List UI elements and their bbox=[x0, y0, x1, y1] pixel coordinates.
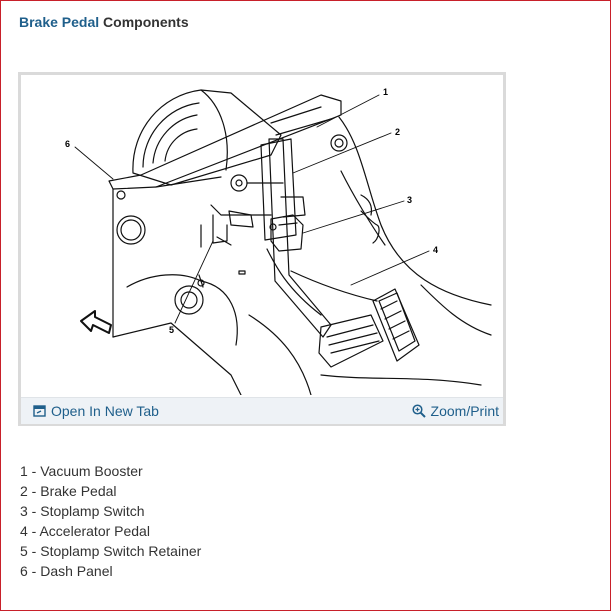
legend-item-stoplamp-switch: 3 - Stoplamp Switch bbox=[20, 503, 145, 519]
panel-openings bbox=[116, 134, 348, 315]
legend-item-vacuum-booster: 1 - Vacuum Booster bbox=[20, 463, 143, 479]
legend-item-stoplamp-switch-retainer: 5 - Stoplamp Switch Retainer bbox=[20, 543, 202, 559]
legend-item-accelerator-pedal: 4 - Accelerator Pedal bbox=[20, 523, 150, 539]
legend-item-brake-pedal: 2 - Brake Pedal bbox=[20, 483, 117, 499]
accelerator-pedal-illustration bbox=[290, 270, 420, 362]
callout-4: 4 bbox=[433, 245, 438, 255]
vacuum-booster-illustration bbox=[132, 89, 282, 186]
zoom-print-label: Zoom/Print bbox=[430, 403, 499, 419]
figure-toolbar: Open In New Tab Zoom/Print bbox=[21, 397, 503, 424]
component-legend: 1 - Vacuum Booster 2 - Brake Pedal 3 - S… bbox=[20, 461, 201, 581]
page-title: Brake Pedal Components bbox=[19, 14, 189, 30]
callout-leaders bbox=[74, 94, 430, 324]
callout-3: 3 bbox=[407, 195, 412, 205]
brake-pedal-illustration bbox=[266, 138, 384, 368]
callout-2: 2 bbox=[395, 127, 400, 137]
open-in-new-tab-label: Open In New Tab bbox=[51, 403, 159, 419]
callout-1: 1 bbox=[383, 87, 388, 97]
brake-bracket-illustration bbox=[200, 138, 306, 248]
zoom-icon bbox=[411, 404, 426, 418]
title-rest: Components bbox=[99, 14, 189, 30]
brake-pedal-diagram[interactable]: 1 2 3 4 5 6 bbox=[21, 75, 503, 395]
forward-arrow-icon bbox=[80, 310, 112, 334]
callout-6: 6 bbox=[65, 139, 70, 149]
callout-5: 5 bbox=[169, 325, 174, 335]
figure-panel: 1 2 3 4 5 6 Open In New Tab Zoom/Print bbox=[18, 72, 506, 426]
retainer-illustration bbox=[197, 274, 205, 288]
open-new-tab-icon bbox=[33, 405, 46, 417]
open-in-new-tab-link[interactable]: Open In New Tab bbox=[33, 403, 159, 419]
legend-item-dash-panel: 6 - Dash Panel bbox=[20, 563, 113, 579]
title-accent: Brake Pedal bbox=[19, 14, 100, 30]
zoom-print-link[interactable]: Zoom/Print bbox=[411, 403, 499, 419]
